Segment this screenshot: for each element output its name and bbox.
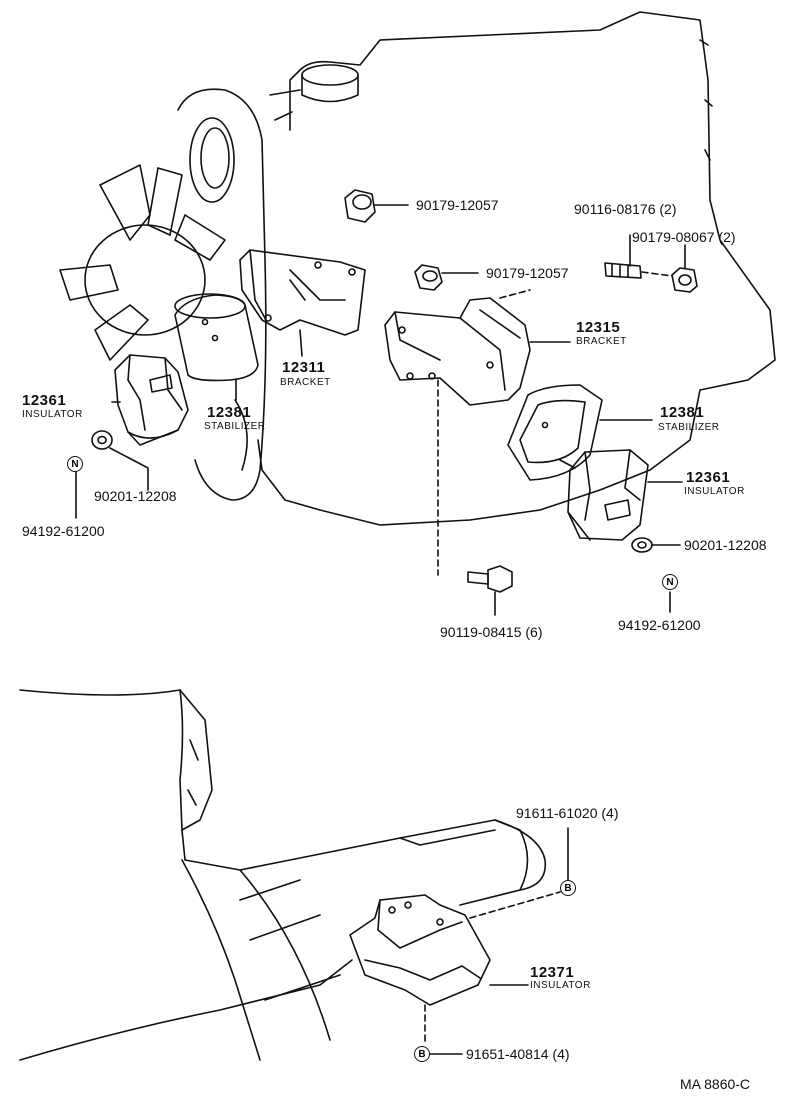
n-symbol-right: N [662, 574, 678, 590]
nut-right [671, 244, 698, 293]
bracket-right [384, 297, 531, 406]
nut-mid [414, 264, 479, 291]
label-bracket-right-name: BRACKET [576, 336, 627, 347]
label-rear-insulator-number: 12371 [530, 964, 575, 981]
label-stabilizer-right-name: STABILIZER [658, 422, 720, 433]
label-bolt: 90119-08415 (6) [440, 624, 543, 640]
label-washer-right: 90201-12208 [684, 537, 767, 553]
n-symbol-left: N [67, 456, 83, 472]
label-nut-n-left: 94192-61200 [22, 523, 105, 539]
engine-block-outline [257, 11, 776, 526]
label-stabilizer-right-number: 12381 [660, 404, 705, 421]
nut-left [344, 189, 409, 223]
bolt [467, 565, 513, 616]
label-stabilizer-left-name: STABILIZER [204, 421, 266, 432]
filler-cap [301, 64, 359, 86]
label-stud-bolt: 90116-08176 (2) [574, 201, 677, 217]
label-bolt-b-top: 91611-61020 (4) [516, 805, 619, 821]
stabilizer-right [507, 384, 603, 481]
insulator-left [114, 354, 189, 446]
label-bracket-left-name: BRACKET [280, 377, 331, 388]
label-bolt-b-bottom: 91651-40814 (4) [466, 1046, 570, 1062]
washer-right [631, 537, 653, 553]
label-insulator-right-number: 12361 [686, 469, 731, 486]
label-insulator-left-number: 12361 [22, 392, 67, 409]
label-bracket-left-number: 12311 [282, 359, 326, 376]
insulator-right [559, 449, 649, 541]
stud-bolt [604, 234, 642, 279]
fan-blades [59, 164, 226, 361]
drawing-code: MA 8860-C [680, 1076, 751, 1092]
label-nut-n-right: 94192-61200 [618, 617, 701, 633]
label-nut-left: 90179-12057 [416, 197, 499, 213]
transmission-outline [19, 689, 547, 1061]
label-stabilizer-left-number: 12381 [207, 404, 252, 421]
bracket-left [239, 249, 366, 336]
pulley-outline [177, 88, 267, 501]
label-nut-right: 90179-08067 (2) [632, 229, 736, 245]
label-washer-left: 90201-12208 [94, 488, 177, 504]
label-nut-mid: 90179-12057 [486, 265, 569, 281]
label-insulator-left-name: INSULATOR [22, 409, 83, 420]
stabilizer-left [174, 293, 259, 382]
b-symbol-top: B [560, 880, 576, 896]
washer-left [91, 430, 113, 450]
label-insulator-right-name: INSULATOR [684, 486, 745, 497]
b-symbol-bottom: B [414, 1046, 430, 1062]
label-bracket-right-number: 12315 [576, 319, 621, 336]
rear-insulator [349, 894, 491, 1006]
label-rear-insulator-name: INSULATOR [530, 980, 591, 991]
